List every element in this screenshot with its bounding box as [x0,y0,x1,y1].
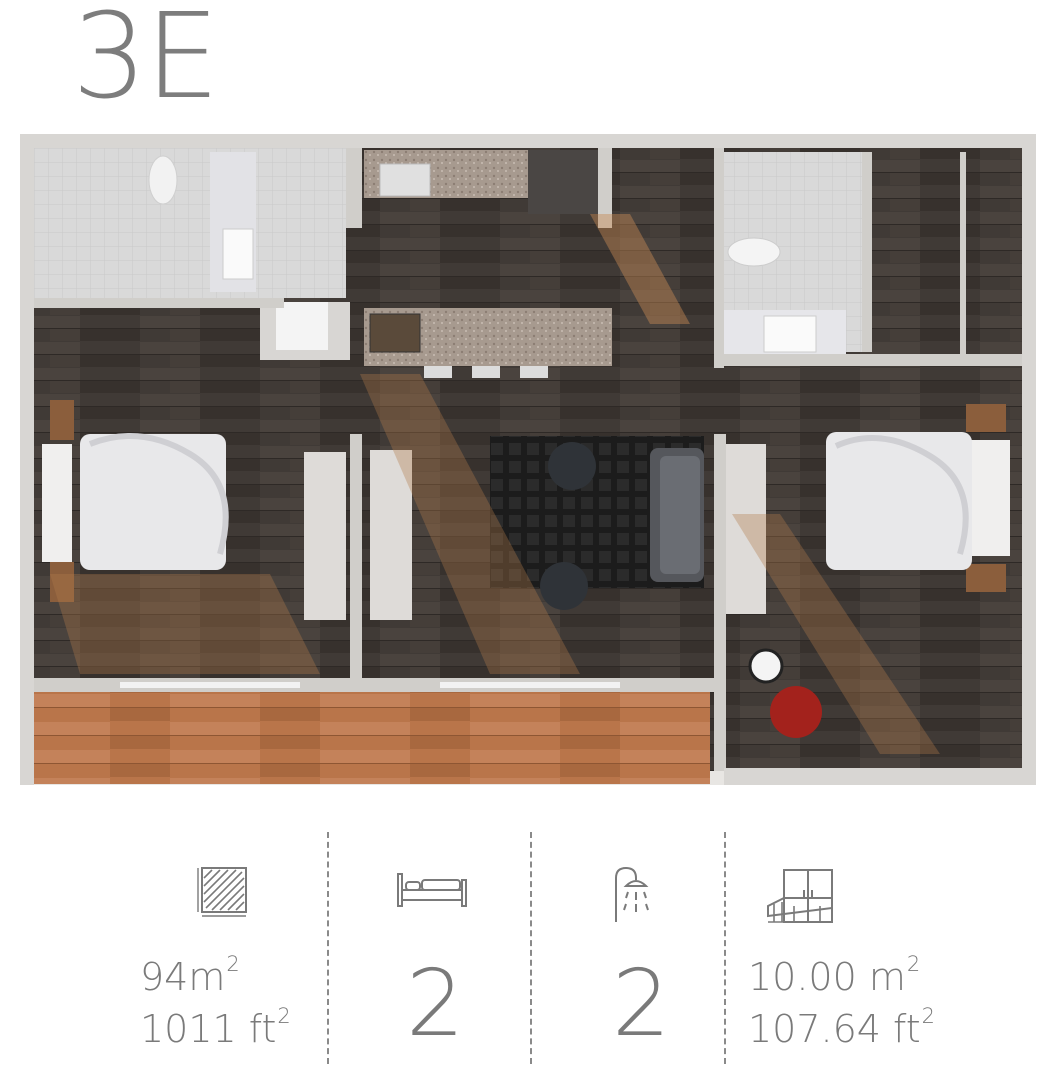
terrace-icon [764,866,836,930]
floor-plan-image [20,134,1036,785]
area-imperial: 1011 ft2 [140,1004,291,1051]
shower-icon [612,864,656,928]
floor-plan-render [20,134,1036,785]
bathroom-count: 2 [612,950,671,1057]
terrace-imperial: 107.64 ft2 [748,1004,935,1051]
bed-icon [396,870,468,914]
unit-title: 3E [72,0,220,125]
divider [327,832,329,1064]
terrace-metric: 10.00 m2 [748,952,921,999]
bedroom-count: 2 [406,950,465,1057]
divider [724,832,726,1064]
area-square-icon [196,866,250,922]
unit-stats: 94m2 1011 ft2 2 2 [0,820,1045,1065]
divider [530,832,532,1064]
area-metric: 94m2 [140,952,240,999]
